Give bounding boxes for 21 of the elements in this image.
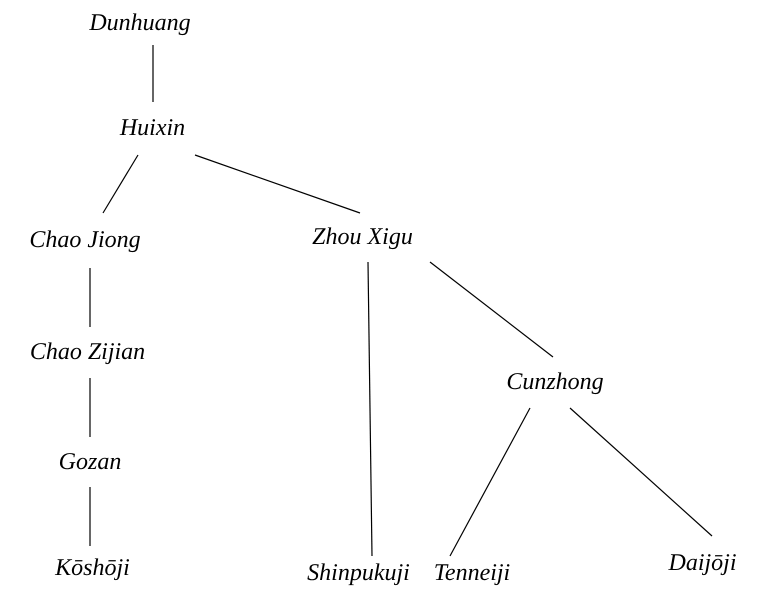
connector-line	[194, 154, 360, 214]
connector-line	[102, 154, 139, 214]
name-label: Daijōji	[668, 550, 736, 576]
name-label: Gozan	[58, 448, 122, 476]
connector-line	[367, 262, 373, 556]
connector-line	[152, 45, 154, 102]
name-label: Shinpukuji	[307, 560, 410, 586]
connector-line	[449, 408, 531, 556]
name-label: Cunzhong	[506, 369, 604, 396]
connector-line	[89, 378, 91, 437]
connector-line	[570, 408, 712, 536]
name-label: Chao Jiong	[29, 227, 141, 254]
connector-line	[89, 487, 91, 546]
name-label: Huixin	[120, 115, 186, 142]
name-label: Chao Zijian	[30, 339, 146, 366]
connector-line	[89, 268, 91, 327]
name-label: Dunhuang	[89, 10, 191, 37]
connector-line	[430, 262, 554, 358]
name-label: Zhou Xigu	[312, 224, 413, 251]
name-label: Tenneiji	[434, 560, 510, 586]
name-label: Kōshōji	[55, 554, 130, 582]
